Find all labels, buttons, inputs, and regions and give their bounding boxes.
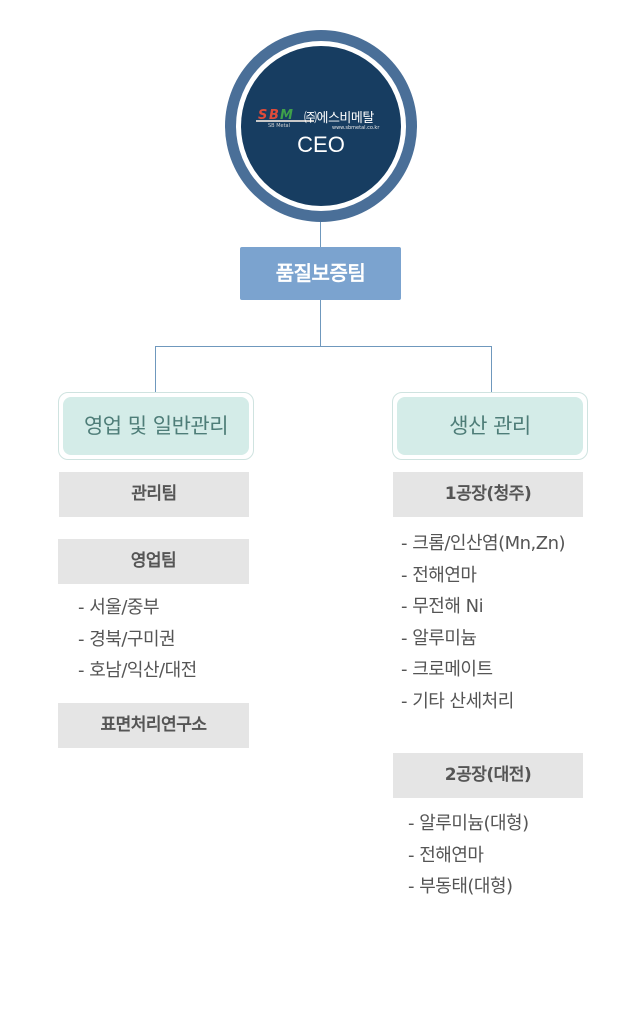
sales-region-list: - 서울/중부 - 경북/구미권 - 호남/익산/대전 — [78, 592, 197, 687]
list-item: - 무전해 Ni — [401, 596, 484, 617]
ceo-node-inner — [241, 46, 401, 206]
connector-horizontal — [155, 346, 492, 347]
team-plant-2: 2공장(대전) — [393, 753, 583, 798]
division-title: 생산 관리 — [397, 397, 583, 455]
list-item: - 기타 산세처리 — [401, 690, 514, 712]
logo-company-name: ㈜에스비메탈 — [304, 111, 374, 126]
list-item: - 부동태(대형) — [408, 876, 513, 897]
team-management: 관리팀 — [59, 472, 249, 517]
list-item: - 크롬/인산염(Mn,Zn) — [401, 533, 566, 554]
team-surface-lab: 표면처리연구소 — [58, 703, 249, 748]
division-production: 생산 관리 — [392, 392, 588, 460]
plant-1-process-list: - 크롬/인산염(Mn,Zn) - 전해연마 - 무전해 Ni - 알루미늄 -… — [401, 528, 566, 717]
connector-left-drop — [155, 346, 156, 393]
team-plant-1: 1공장(청주) — [393, 472, 583, 517]
logo-url: www.sbmetal.co.kr — [332, 125, 380, 131]
logo-mark-letter: M — [280, 108, 293, 123]
logo-mark-letter: B — [269, 108, 279, 123]
list-item: - 전해연마 — [408, 844, 484, 866]
logo-mark: S B M — [256, 106, 314, 124]
connector-ceo-qa — [320, 222, 321, 247]
list-item: - 경북/구미권 — [78, 628, 176, 650]
plant-2-process-list: - 알루미늄(대형) - 전해연마 - 부동태(대형) — [408, 808, 529, 903]
connector-qa-down — [320, 300, 321, 347]
ceo-title: CEO — [297, 132, 345, 157]
logo-tagline: SB Metal — [268, 123, 290, 129]
division-sales-admin: 영업 및 일반관리 — [58, 392, 254, 460]
qa-team-box: 품질보증팀 — [240, 247, 401, 300]
list-item: - 전해연마 — [401, 564, 477, 586]
list-item: - 크로메이트 — [401, 659, 493, 680]
list-item: - 알루미늄 — [401, 627, 477, 649]
connector-right-drop — [491, 346, 492, 393]
division-title: 영업 및 일반관리 — [63, 397, 249, 455]
team-sales: 영업팀 — [58, 539, 249, 584]
list-item: - 서울/중부 — [78, 597, 160, 618]
logo-swoosh — [256, 120, 314, 122]
list-item: - 알루미늄(대형) — [408, 813, 529, 834]
company-logo: S B M SB Metal ㈜에스비메탈 www.sbmetal.co.kr — [256, 106, 386, 131]
logo-mark-letter: S — [258, 108, 268, 123]
list-item: - 호남/익산/대전 — [78, 660, 197, 681]
